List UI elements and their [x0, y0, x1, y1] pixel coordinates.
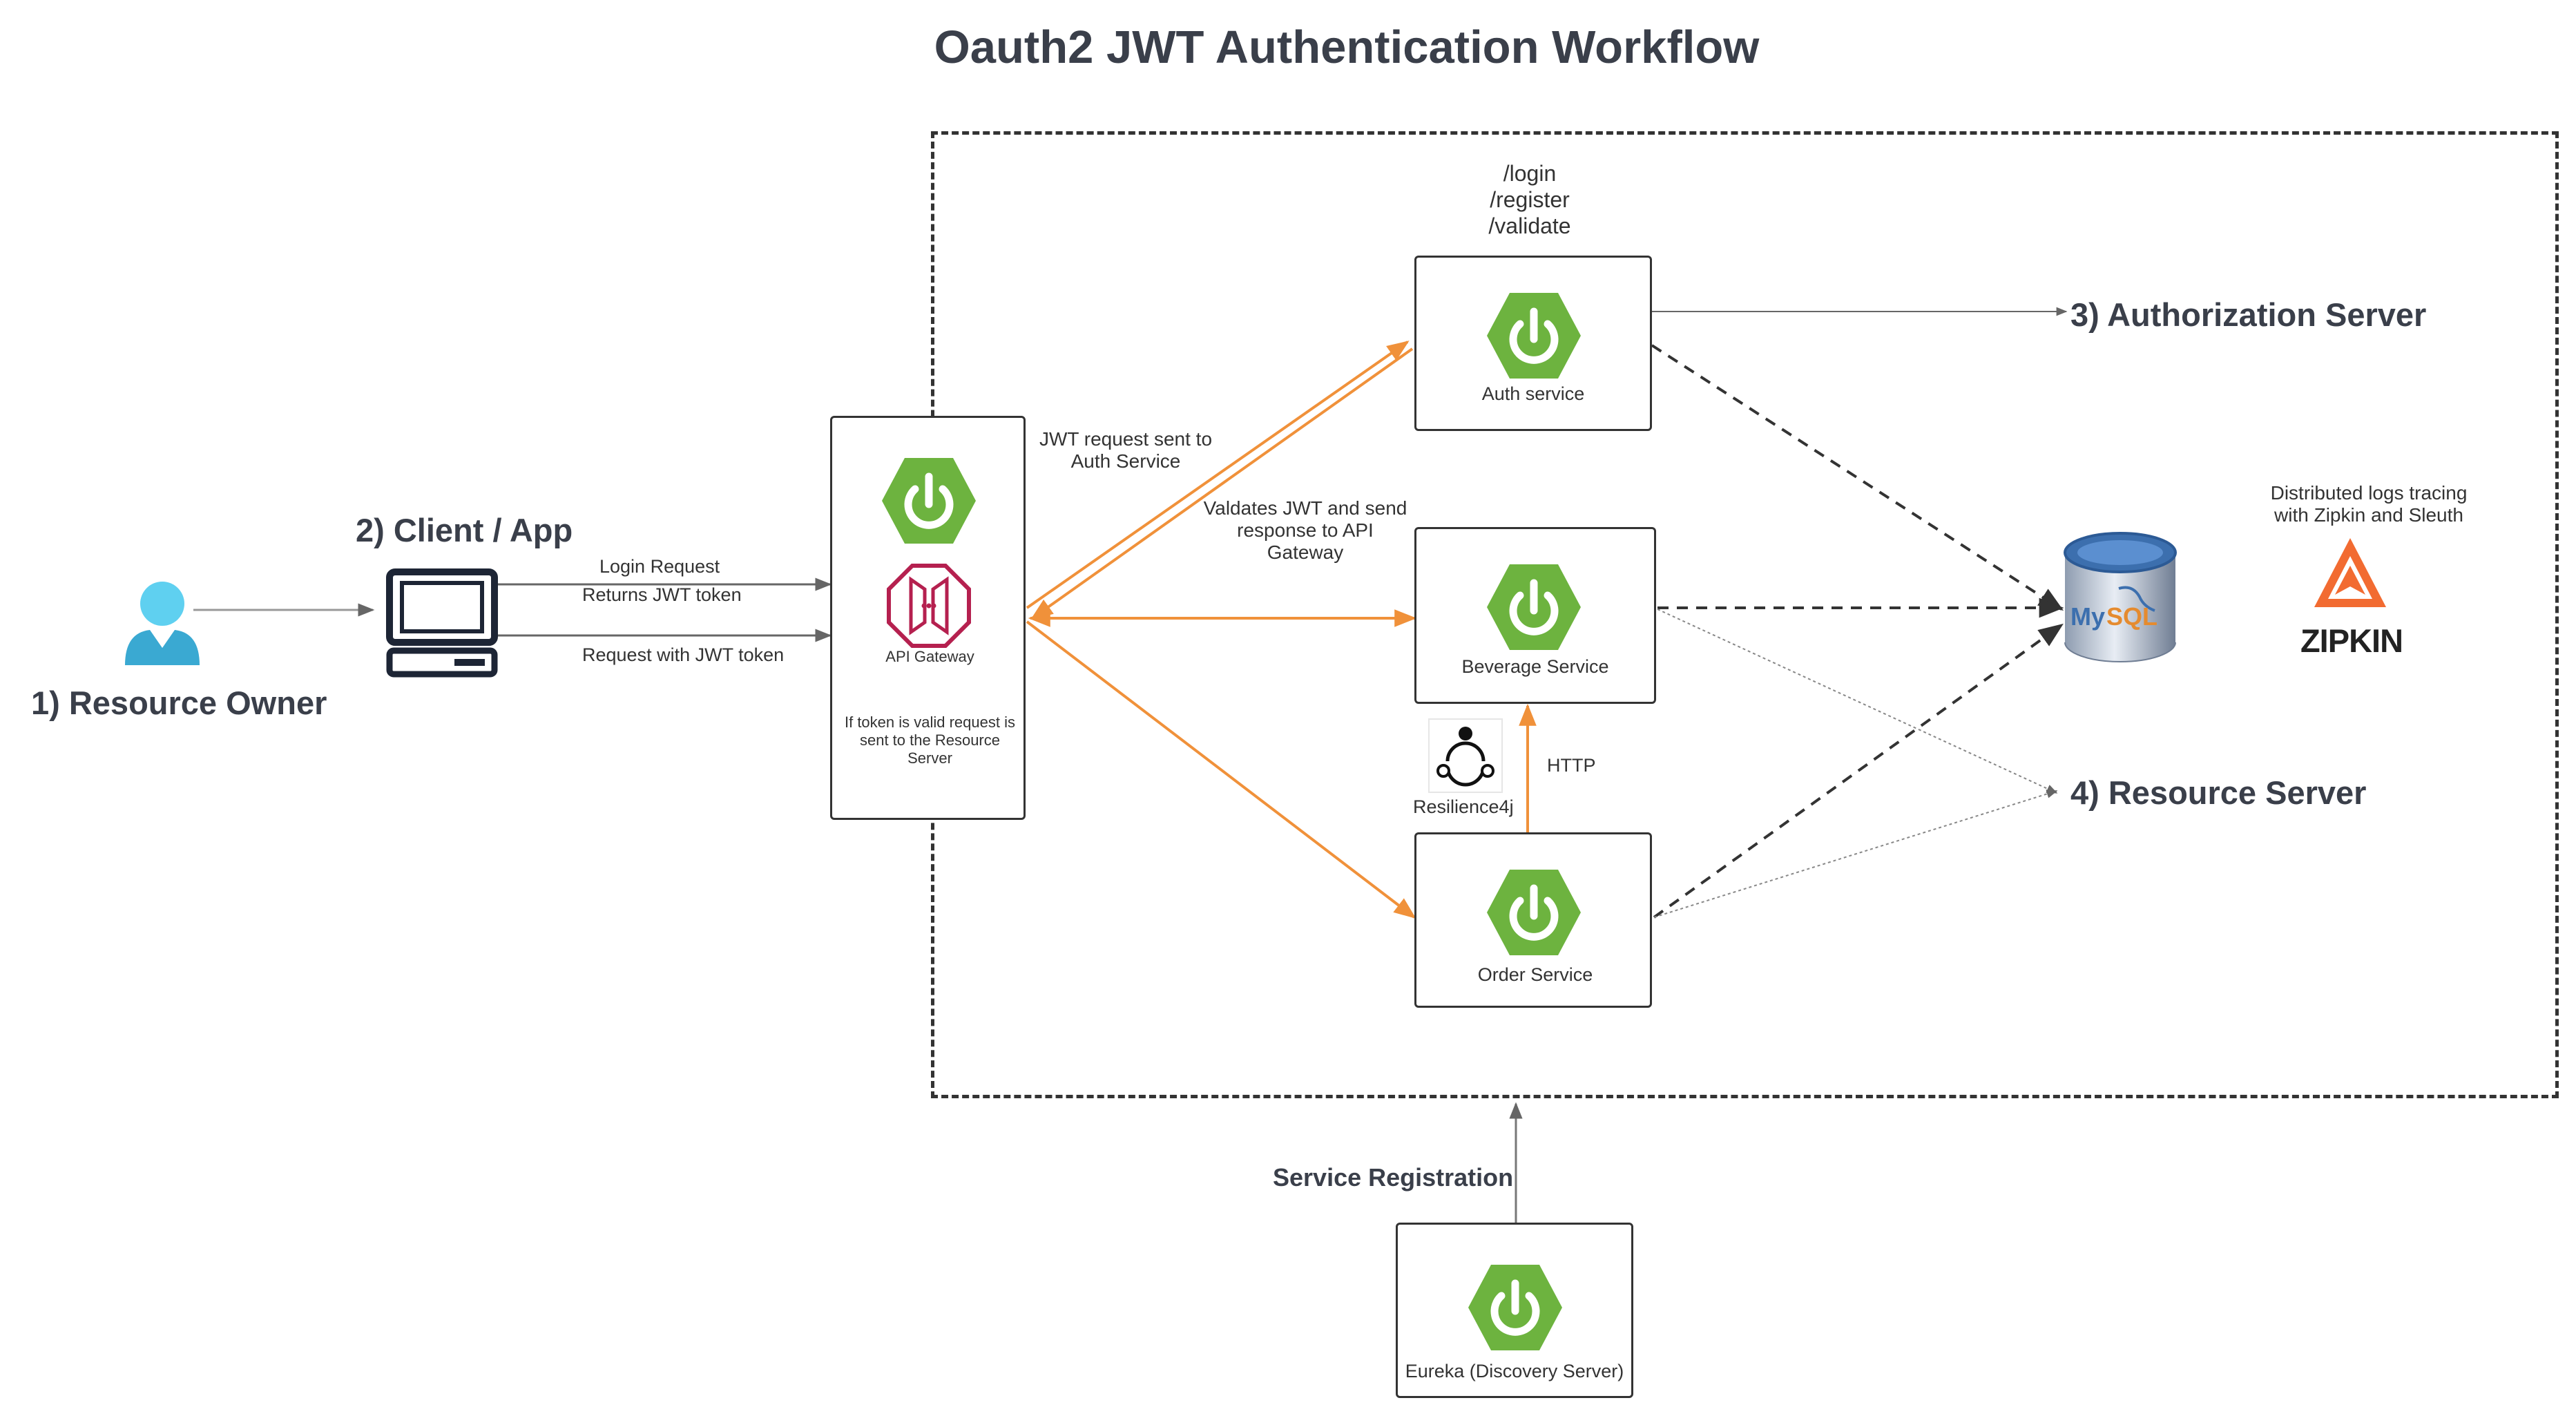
- validates-jwt-label: Valdates JWT and send response to API Ga…: [1203, 497, 1407, 563]
- gateway-to-order-arrow: [1026, 620, 1416, 919]
- resource-owner-person-icon: [125, 582, 200, 665]
- spring-boot-icon: [1487, 564, 1581, 650]
- endpoint-login: /login: [1503, 161, 1557, 186]
- resource-owner-label: 1) Resource Owner: [31, 685, 327, 721]
- auth-endpoints: /login /register /validate: [1450, 160, 1609, 239]
- order-to-resource-server-dotted: [1653, 790, 2058, 918]
- resilience4j-icon: [1428, 718, 1503, 793]
- order-service-label: Order Service: [1477, 964, 1593, 985]
- returns-jwt-label: Returns JWT token: [582, 584, 742, 605]
- auth-to-gateway-arrow: [1030, 347, 1414, 620]
- resilience4j-label: Resilience4j: [1413, 796, 1514, 817]
- auth-to-mysql-dashed: [1651, 344, 2064, 611]
- spring-boot-icon: [1487, 293, 1581, 379]
- gateway-to-auth-arrow: [1026, 341, 1410, 609]
- login-request-label: Login Request: [599, 556, 720, 577]
- service-registration-label: Service Registration: [1273, 1163, 1514, 1192]
- endpoint-validate: /validate: [1488, 213, 1571, 238]
- api-gateway-box: API Gateway If token is valid request is…: [830, 416, 1026, 820]
- eureka-server-box: Eureka (Discovery Server): [1396, 1223, 1633, 1398]
- zipkin-note: Distributed logs tracing with Zipkin and…: [2270, 482, 2468, 526]
- zipkin-icon: [2314, 538, 2386, 607]
- beverage-to-resource-server-dotted: [1657, 609, 2058, 794]
- client-computer-icon: [386, 568, 498, 678]
- jwt-sent-label: JWT request sent to Auth Service: [1039, 428, 1213, 472]
- request-with-jwt-label: Request with JWT token: [582, 644, 785, 665]
- auth-service-box: Auth service: [1414, 256, 1652, 431]
- order-to-mysql-dashed: [1653, 623, 2064, 919]
- eureka-label: Eureka (Discovery Server): [1405, 1361, 1624, 1381]
- spring-boot-icon: [1487, 870, 1581, 955]
- mysql-database-icon: My SQL: [2064, 532, 2177, 662]
- spring-boot-icon: [882, 458, 976, 544]
- authorization-server-label: 3) Authorization Server: [2070, 296, 2427, 333]
- endpoint-register: /register: [1490, 187, 1570, 212]
- gateway-note: If token is valid request is sent to the…: [844, 714, 1015, 767]
- auth-service-label: Auth service: [1481, 383, 1585, 404]
- beverage-service-label: Beverage Service: [1461, 656, 1609, 677]
- api-gateway-icon: [887, 564, 971, 648]
- svg-text:SQL: SQL: [2106, 602, 2157, 631]
- mysql-logo-text: My: [2070, 602, 2105, 631]
- resource-server-label: 4) Resource Server: [2070, 774, 2367, 811]
- beverage-service-box: Beverage Service: [1414, 527, 1656, 704]
- diagram-title: Oauth2 JWT Authentication Workflow: [934, 21, 1760, 73]
- client-label: 2) Client / App: [356, 512, 573, 548]
- api-gateway-label: API Gateway: [885, 648, 974, 665]
- http-label: HTTP: [1547, 755, 1596, 776]
- spring-boot-icon: [1468, 1265, 1562, 1350]
- zipkin-label: ZIPKIN: [2300, 622, 2403, 659]
- order-service-box: Order Service: [1414, 832, 1652, 1008]
